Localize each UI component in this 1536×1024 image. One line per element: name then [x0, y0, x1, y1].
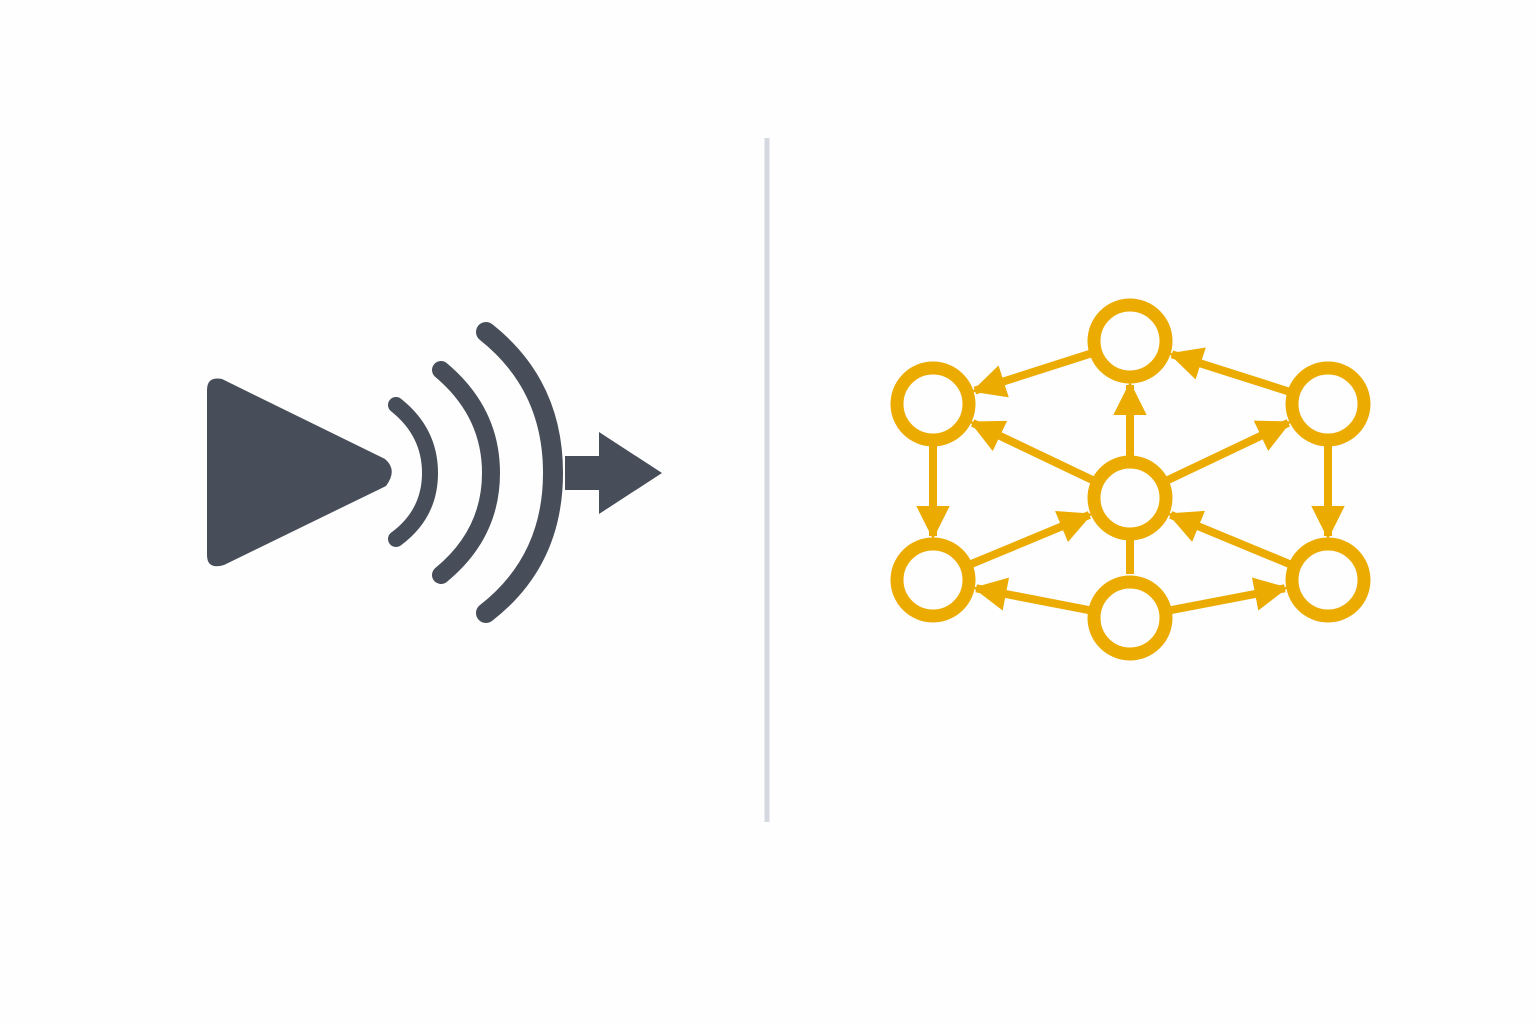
node-lower-right	[1285, 537, 1371, 623]
edge-upper-right-to-top	[1168, 347, 1290, 396]
node-upper-right	[1285, 361, 1371, 447]
node-lower-left	[890, 537, 976, 623]
network-graph	[890, 298, 1371, 661]
edge-bottom-to-lower-left	[972, 577, 1090, 614]
wave-small-icon	[388, 397, 439, 547]
node-top	[1087, 298, 1173, 384]
wave-large-icon	[476, 322, 564, 623]
arrow-right-icon	[565, 432, 662, 514]
edge-top-to-upper-left	[971, 349, 1092, 398]
node-upper-left	[890, 361, 976, 447]
edge-lower-left-to-center	[970, 511, 1093, 568]
node-bottom	[1087, 575, 1173, 661]
play-broadcast-arrow-icon	[207, 322, 662, 623]
edge-center-to-upper-right	[1166, 419, 1292, 484]
wave-medium-icon	[432, 361, 501, 584]
edge-center-to-upper-left	[969, 419, 1094, 484]
edge-bottom-to-lower-right	[1170, 577, 1289, 615]
edge-lower-right-to-center	[1167, 510, 1291, 568]
play-triangle-icon	[207, 378, 392, 567]
node-center	[1087, 455, 1173, 541]
